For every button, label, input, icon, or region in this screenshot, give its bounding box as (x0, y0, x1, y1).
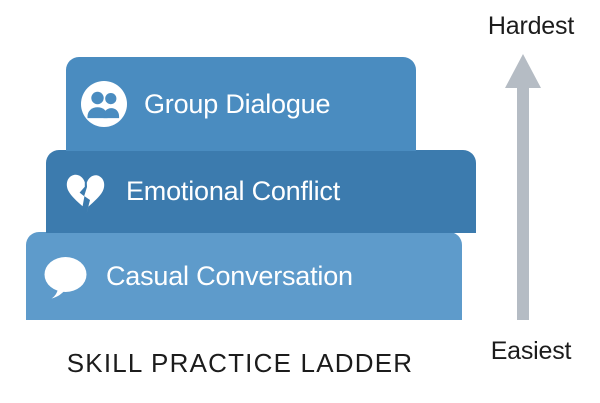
difficulty-gauge: Hardest Easiest (462, 0, 600, 403)
up-arrow-icon (499, 52, 547, 322)
ladder-step-casual-conversation[interactable]: Casual Conversation (26, 232, 462, 320)
group-people-icon (78, 78, 130, 130)
gauge-label-easiest: Easiest (490, 337, 572, 365)
ladder-step-emotional-conflict[interactable]: Emotional Conflict (46, 150, 476, 233)
ladder-step-group-dialogue[interactable]: Group Dialogue (66, 57, 416, 151)
broken-heart-icon (58, 165, 112, 219)
diagram-caption: SKILL PRACTICE LADDER (66, 348, 414, 378)
gauge-label-hardest: Hardest (487, 12, 575, 40)
ladder-step-label: Group Dialogue (144, 88, 331, 119)
ladder-step-label: Casual Conversation (106, 260, 353, 291)
ladder-stack: Group Dialogue Emotional Conflict Casual… (26, 57, 476, 320)
ladder-step-label: Emotional Conflict (126, 176, 340, 206)
speech-bubble-icon (38, 249, 92, 303)
